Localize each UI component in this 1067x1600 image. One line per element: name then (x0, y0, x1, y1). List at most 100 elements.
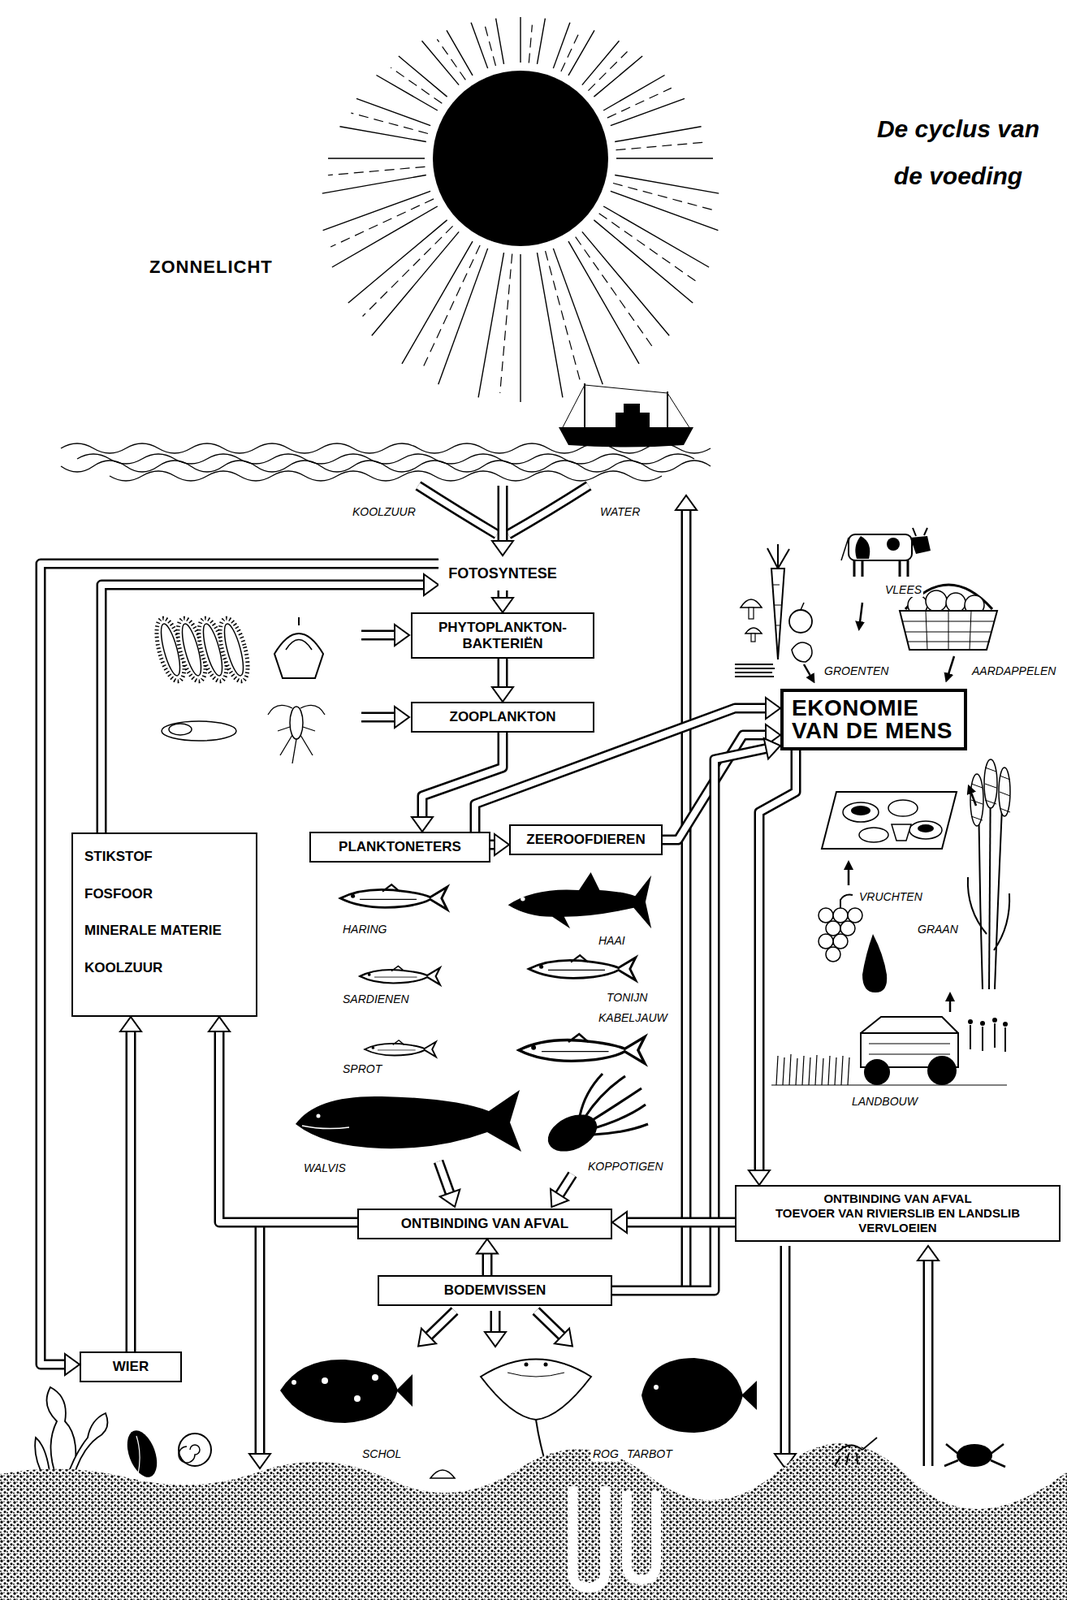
sea-input-arrows-part (497, 485, 509, 541)
food-illustrations-part (868, 1043, 951, 1055)
economy-box: EKONOMIE VAN DE MENS (780, 688, 968, 751)
seabed-part (626, 1490, 657, 1580)
plankton-drawings-part-part (300, 734, 313, 756)
pelagic-fish-part (518, 1033, 645, 1063)
plankton-drawings-part (151, 615, 324, 741)
flow-arrow-outline (422, 732, 503, 818)
food-illustrations-part (745, 627, 762, 634)
seabed-part (572, 1486, 605, 1588)
node-text: VERVLOEIEN (743, 1220, 1053, 1236)
sun-part-part (616, 142, 705, 150)
fish-arrows-part (780, 1245, 791, 1454)
seabed-part (178, 1444, 200, 1463)
sea-input-arrows (418, 485, 589, 541)
sun-part (310, 8, 730, 411)
plankton-arrows-part (361, 631, 395, 639)
sea-waves (60, 443, 711, 481)
sun-part-part (362, 225, 454, 316)
pelagic-fish-part-part (591, 1104, 646, 1129)
sun-part-part (323, 190, 431, 230)
flow-arrow-outline (490, 839, 495, 851)
food-arrows-part (971, 792, 977, 806)
sun-part-part (568, 30, 595, 75)
food-illustrations-part-part (907, 560, 910, 577)
food-illustrations-part-part (992, 1017, 998, 1023)
food-illustrations-part-part (734, 667, 775, 670)
process-box: ZEEROOFDIEREN (509, 824, 663, 856)
food-illustrations-part (773, 584, 782, 626)
sun-part (322, 17, 719, 402)
seabed-part (430, 1469, 455, 1478)
fish-label: TARBOT (625, 1447, 674, 1461)
sun-part-part (350, 112, 428, 134)
flow-arrow-outline (219, 1031, 358, 1223)
input-label: WATER (598, 505, 642, 519)
trawler-part (584, 384, 668, 394)
pelagic-fish-part (364, 1040, 437, 1058)
fish-arrows-part (535, 1310, 562, 1336)
food-illustrations-part-part (1004, 1027, 1007, 1052)
sun-part-part (568, 241, 640, 364)
sun-part (432, 70, 609, 247)
flow-arrow (422, 732, 503, 818)
sea-waves-part (60, 460, 711, 472)
process-label: FOTOSYNTESE (438, 557, 567, 591)
flow-arrow (759, 750, 796, 1171)
sun-part-part (422, 245, 480, 369)
food-label: LANDBOUW (850, 1094, 920, 1109)
bottom-fish-part (291, 1379, 297, 1385)
node-text: ONTBINDING VAN AFVAL (365, 1215, 605, 1232)
fish-label: TONIJN (604, 990, 649, 1005)
pelagic-fish-part (340, 884, 448, 910)
food-illustrations-part (841, 537, 849, 561)
sun-part-part (438, 248, 489, 385)
fish-arrows-part (492, 1310, 499, 1332)
food-illustrations-part (791, 642, 813, 662)
food-illustrations-part (902, 610, 995, 650)
pelagic-fish-part-part (584, 1075, 626, 1118)
plankton-drawings-part-part (292, 738, 297, 764)
sun-part-part (478, 252, 504, 398)
pelagic-fish-part (316, 1114, 321, 1119)
food-illustrations-part (789, 609, 813, 633)
fish-arrows-part (438, 1161, 450, 1193)
fish-arrows-part (438, 1161, 450, 1193)
bottom-fish (280, 1357, 757, 1464)
plankton-drawings-part-part (267, 704, 293, 715)
plankton-drawings-part-part (285, 639, 312, 651)
food-illustrations-part-part (776, 1055, 778, 1085)
food-illustrations-part-part (1002, 1021, 1008, 1027)
node-text: ZOOPLANKTON (419, 708, 587, 726)
node-text: PHYTOPLANKTON-BAKTERIËN (419, 619, 587, 652)
plankton-drawings-part-part (277, 726, 290, 731)
food-illustrations-part (925, 590, 947, 612)
seabed-part (944, 1443, 1006, 1467)
sun-part-part (616, 157, 713, 159)
flow-arrow-core (490, 841, 495, 848)
fish-label: KOPPOTIGEN (586, 1159, 666, 1174)
plankton-drawings-part (267, 704, 325, 764)
food-illustrations-part-part (802, 1055, 804, 1085)
sun-part-part (436, 38, 466, 80)
food-illustrations-part (855, 535, 870, 559)
food-arrows-part (948, 656, 955, 674)
seabed-part (136, 1435, 140, 1474)
trawler-part (623, 403, 640, 414)
node-text: PLANKTONETERS (317, 838, 483, 856)
food-illustrations-part (854, 560, 908, 577)
fish-label: SCHOL (360, 1447, 403, 1461)
plankton-drawings-part-part (302, 726, 316, 731)
food-illustrations-part (863, 1058, 890, 1085)
food-illustrations-part-part (967, 876, 987, 934)
sun-part-part (356, 98, 431, 126)
pelagic-fish-part-part (588, 1088, 642, 1123)
trawler-part (583, 383, 586, 429)
food-illustrations-part (899, 610, 998, 650)
sun-part-part (330, 198, 434, 247)
flow-arrow (490, 844, 495, 846)
flow-arrow-core (499, 590, 506, 598)
fish-arrows (259, 509, 929, 1466)
seabed-part (0, 1442, 1067, 1600)
seaweed (34, 1386, 108, 1478)
pelagic-fish-part (302, 1125, 350, 1129)
